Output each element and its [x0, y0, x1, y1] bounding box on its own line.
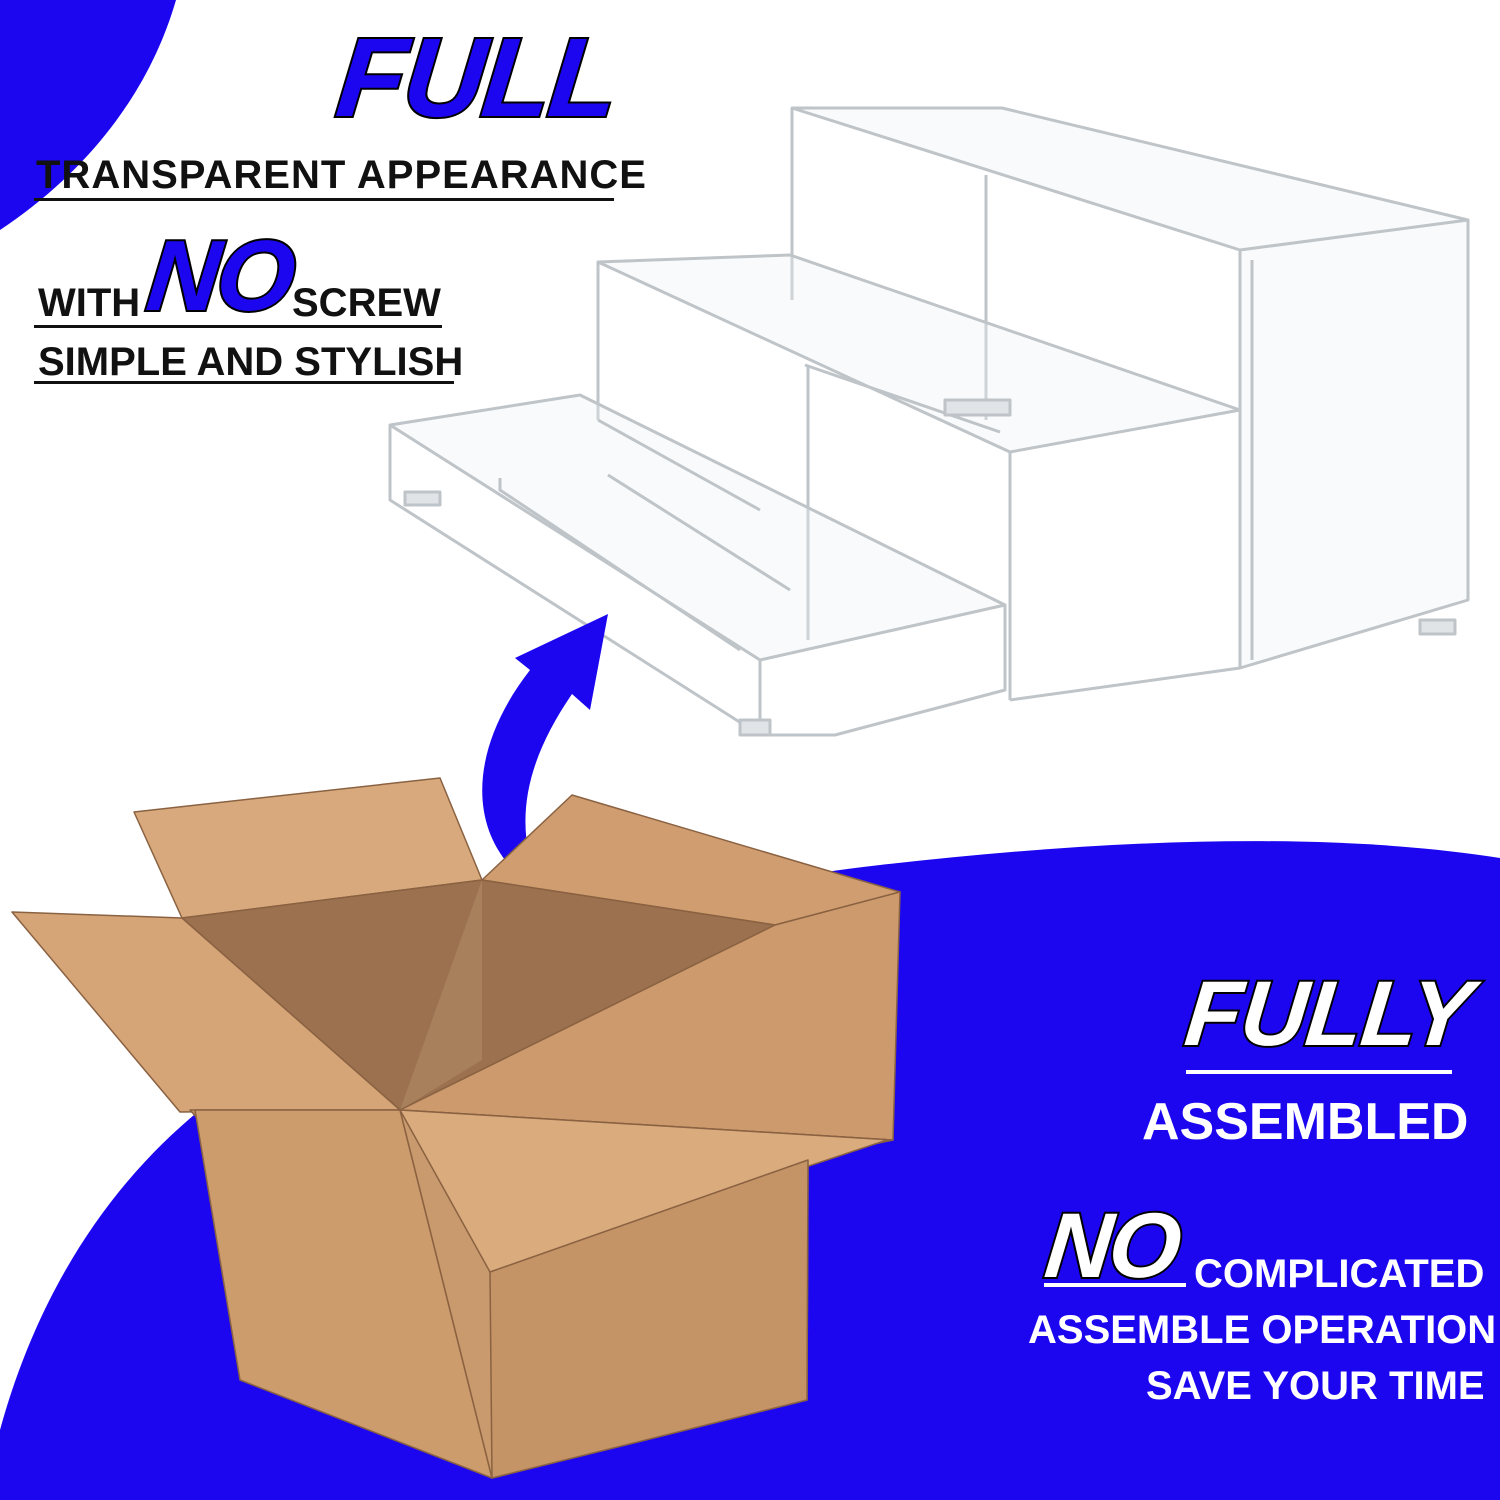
full-heading: FULL	[329, 13, 624, 142]
screw-text: SCREW	[292, 281, 441, 325]
assemble-operation-text: ASSEMBLE OPERATION	[1028, 1308, 1497, 1352]
assembled-text: ASSEMBLED	[1142, 1093, 1469, 1151]
open-cardboard-box	[11, 777, 901, 1479]
three-tier-acrylic-riser	[388, 106, 1470, 737]
underline-divider	[1186, 1070, 1452, 1074]
top-left-blue-corner	[0, 0, 176, 230]
underline-divider	[34, 381, 454, 384]
underline-divider	[34, 325, 442, 328]
complicated-text: COMPLICATED	[1194, 1252, 1485, 1296]
fully-heading: FULLY	[1179, 961, 1478, 1067]
save-your-time-text: SAVE YOUR TIME	[1146, 1364, 1485, 1408]
with-text: WITH	[38, 281, 141, 325]
simple-and-stylish-text: SIMPLE AND STYLISH	[38, 340, 464, 384]
underline-divider	[34, 198, 614, 201]
no-heading-top: NO	[140, 218, 300, 334]
transparent-appearance-text: TRANSPARENT APPEARANCE	[36, 153, 647, 197]
curved-arrow-icon	[482, 614, 608, 890]
underline-divider	[1044, 1283, 1186, 1287]
no-heading-bottom: NO	[1039, 1193, 1186, 1299]
